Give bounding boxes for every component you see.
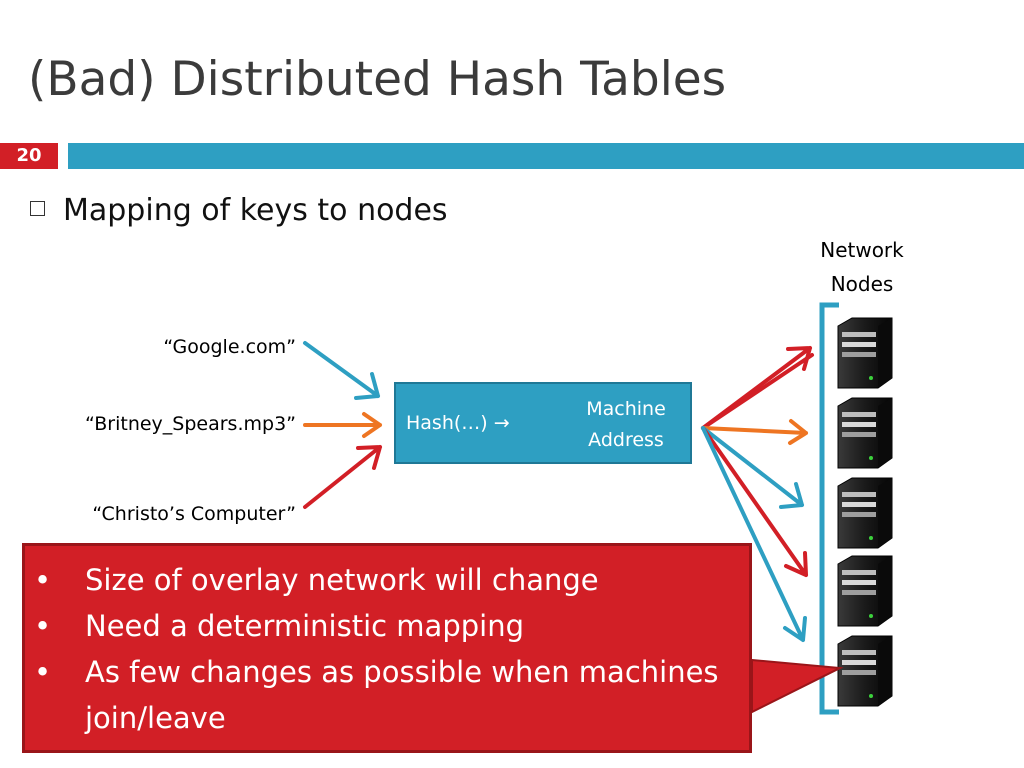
arrow-google-to-hash	[303, 341, 380, 400]
callout-list: Size of overlay network will change Need…	[28, 557, 749, 741]
hash-function-text: Hash(…)	[406, 412, 494, 434]
arrow-britney-to-hash	[303, 412, 382, 438]
arrow-red-to-node-4	[701, 426, 808, 577]
key-label-britney: “Britney_Spears.mp3”	[84, 413, 296, 435]
hollow-square-bullet-icon	[30, 201, 45, 216]
network-nodes	[837, 317, 893, 707]
slide-title: (Bad) Distributed Hash Tables	[28, 52, 727, 107]
callout-item: As few changes as possible when machines…	[28, 649, 749, 741]
nodes-bracket	[819, 302, 839, 715]
right-arrow-icon: →	[493, 412, 510, 434]
slide-number: 20	[0, 143, 58, 169]
callout-item: Need a deterministic mapping	[28, 603, 749, 649]
callout-item: Size of overlay network will change	[28, 557, 749, 603]
network-label-line-2: Nodes	[830, 272, 894, 296]
arrow-blue-to-node-5	[701, 426, 807, 642]
network-label-line-1: Network	[820, 238, 904, 262]
hash-output-line-2: Address	[588, 429, 664, 451]
callout-pointer	[751, 658, 844, 714]
hash-function-box: Hash(…) → Machine Address	[394, 382, 692, 464]
server-node-icon	[837, 317, 893, 389]
network-nodes-label: Network Nodes	[802, 233, 922, 301]
key-label-christo: “Christo’s Computer”	[92, 503, 296, 525]
title-rule	[68, 143, 1024, 169]
hash-output-line-1: Machine	[586, 398, 666, 420]
server-node-icon	[837, 397, 893, 469]
main-bullet: Mapping of keys to nodes	[30, 193, 448, 228]
output-arrows	[701, 346, 814, 642]
input-arrows	[303, 341, 382, 509]
arrow-red-to-node-1b	[701, 353, 814, 430]
callout-box: Size of overlay network will change Need…	[22, 543, 752, 753]
machine-address-label: Machine Address	[571, 394, 681, 456]
arrow-christo-to-hash	[303, 445, 382, 509]
server-node-icon	[837, 555, 893, 627]
key-label-google: “Google.com”	[163, 336, 296, 358]
server-node-icon	[837, 635, 893, 707]
hash-function-label: Hash(…) →	[406, 412, 510, 434]
arrow-blue-to-node-3	[701, 426, 804, 509]
server-node-icon	[837, 477, 893, 549]
arrow-orange-to-node-2	[701, 419, 808, 445]
main-bullet-text: Mapping of keys to nodes	[63, 193, 448, 228]
